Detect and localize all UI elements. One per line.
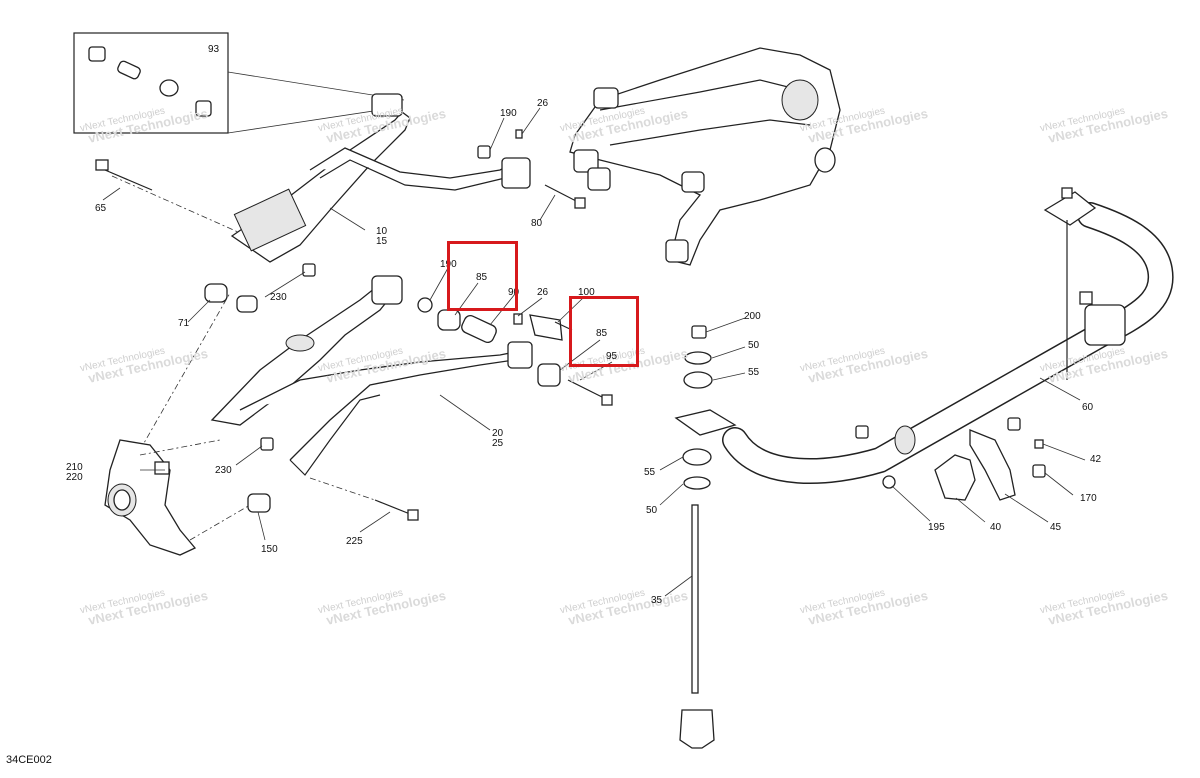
callout-42: 42 — [1090, 454, 1102, 465]
bushing-clamp-40-45 — [855, 417, 1046, 501]
bushing-95-bolt-100 — [537, 363, 613, 406]
callout-225: 225 — [346, 536, 363, 547]
callout-65: 65 — [95, 203, 107, 214]
stabilizer-bar-60 — [722, 187, 1174, 485]
bolt-80-group — [477, 129, 586, 209]
bolt-225 — [309, 477, 419, 521]
callout-26: 26 — [537, 287, 549, 298]
nut-230b — [260, 437, 274, 451]
callout-85: 85 — [596, 328, 608, 339]
callout-210: 210 — [66, 462, 83, 473]
callout-190: 190 — [500, 108, 517, 119]
callout-90: 90 — [508, 287, 520, 298]
callout-85: 85 — [476, 272, 488, 283]
stabilizer-link-35 — [674, 325, 737, 749]
bushing-150 — [247, 493, 271, 513]
upper-a-arm — [230, 93, 531, 263]
inset-box-93 — [73, 32, 405, 134]
callout-150: 150 — [261, 544, 278, 555]
nut-230a — [302, 263, 316, 277]
callout-35: 35 — [651, 595, 663, 606]
highlight-box-85-left — [447, 241, 518, 311]
callout-170: 170 — [1080, 493, 1097, 504]
callout-20: 20 — [492, 428, 504, 439]
callout-200: 200 — [744, 311, 761, 322]
callout-195: 195 — [928, 522, 945, 533]
callout-40: 40 — [990, 522, 1002, 533]
callout-50: 50 — [646, 505, 658, 516]
callout-55: 55 — [644, 467, 656, 478]
trailing-arm-assembly — [569, 47, 841, 266]
callout-100: 100 — [578, 287, 595, 298]
callout-230: 230 — [270, 292, 287, 303]
callout-95: 95 — [606, 351, 618, 362]
callout-15: 15 — [376, 236, 388, 247]
callout-45: 45 — [1050, 522, 1062, 533]
callout-50: 50 — [748, 340, 760, 351]
callout-71: 71 — [178, 318, 190, 329]
lower-a-arm — [210, 275, 533, 476]
callout-80: 80 — [531, 218, 543, 229]
knuckle-210-220 — [104, 439, 221, 556]
bolt-65 — [95, 159, 239, 233]
callout-26: 26 — [537, 98, 549, 109]
callout-55: 55 — [748, 367, 760, 378]
drawing-code: 34CE002 — [6, 754, 52, 766]
callout-230: 230 — [215, 465, 232, 476]
callout-93: 93 — [208, 44, 220, 55]
callout-60: 60 — [1082, 402, 1094, 413]
callout-220: 220 — [66, 472, 83, 483]
highlight-box-85-right — [569, 296, 639, 367]
callout-10: 10 — [376, 226, 388, 237]
bushing-71 — [139, 283, 258, 451]
callout-25: 25 — [492, 438, 504, 449]
leader-lines — [102, 107, 1086, 597]
